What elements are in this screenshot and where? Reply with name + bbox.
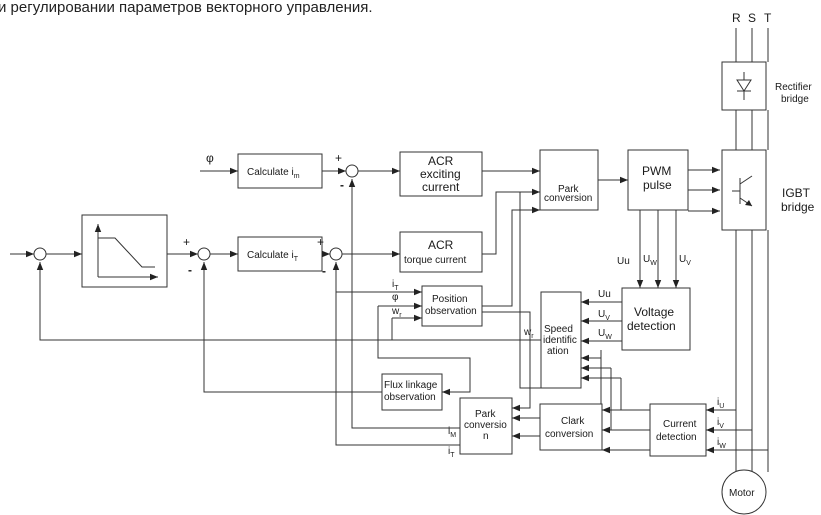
uw-top-label: UW xyxy=(643,254,657,267)
clark-conversion-block xyxy=(539,403,603,451)
park-conversion-label-1: Park xyxy=(558,184,580,195)
position-observation-block xyxy=(421,285,483,327)
calculate-im-label: Calculate im xyxy=(247,167,300,180)
calculate-it-block xyxy=(237,236,323,272)
iu-label: iU xyxy=(717,397,724,410)
acr-torque-label-2: torque current xyxy=(404,255,466,266)
sum3-minus: - xyxy=(322,264,326,278)
caption-text: и регулировании параметров векторного уп… xyxy=(0,0,373,16)
phi-pos-label: φ xyxy=(392,292,399,303)
current-detection-block xyxy=(649,403,707,457)
wr-speed-label: wr xyxy=(523,327,534,340)
acr-torque-current-block xyxy=(399,231,483,273)
clark-label-1: Clark xyxy=(561,416,585,427)
acr-torque-label-1: ACR xyxy=(428,238,454,252)
motor-label: Motor xyxy=(729,488,755,499)
im-feedback-label: iM xyxy=(448,426,456,439)
phi-input-label: φ xyxy=(206,151,214,165)
sum-junction-torque-ref xyxy=(197,247,211,261)
speed-identification-block xyxy=(540,291,582,389)
iv-label: iV xyxy=(717,417,724,430)
rectifier-label-2: bridge xyxy=(781,94,809,105)
speed-id-label-1: Speed xyxy=(544,324,573,335)
sum3-plus: + xyxy=(317,235,324,249)
speed-id-label-3: ation xyxy=(547,346,569,357)
voltage-detection-block xyxy=(621,287,691,351)
wr-pos-label: wr xyxy=(391,306,402,319)
diode-icon xyxy=(736,72,752,100)
park2-label-3: n xyxy=(483,431,489,442)
motor-circle xyxy=(721,469,767,515)
uw-speed-label: UW xyxy=(598,328,612,341)
calculate-im-block xyxy=(237,153,323,189)
clark-label-2: conversion xyxy=(545,429,593,440)
it-pos-label: iT xyxy=(392,279,399,292)
igbt-bridge-block xyxy=(721,149,767,231)
sum-junction-torque xyxy=(329,247,343,261)
uv-top-label: UV xyxy=(679,254,691,267)
supply-t-label: T xyxy=(764,11,772,25)
rectifier-label-1: Rectifier xyxy=(775,82,812,93)
park-conversion-block xyxy=(539,149,599,211)
sum-junction-speed xyxy=(33,247,47,261)
flux-obs-label-1: Flux linkage xyxy=(384,380,438,391)
supply-r-label: R xyxy=(732,11,741,25)
current-det-label-2: detection xyxy=(656,432,697,443)
it-feedback-label: iT xyxy=(448,446,455,459)
position-obs-label-1: Position xyxy=(432,294,468,305)
speed-id-label-2: identific xyxy=(543,335,577,346)
park2-label-1: Park xyxy=(475,409,497,420)
uv-speed-label: UV xyxy=(598,309,610,322)
park-conversion-feedback-block xyxy=(459,397,513,455)
position-obs-label-2: observation xyxy=(425,306,477,317)
sum1-plus: + xyxy=(183,235,190,249)
sum-junction-exciting xyxy=(345,164,359,178)
pwm-label-1: PWM xyxy=(642,164,671,178)
iw-label: iW xyxy=(717,437,726,450)
park2-label-2: conversio xyxy=(464,420,507,431)
acr-exciting-current-block xyxy=(399,151,483,197)
igbt-label-1: IGBT xyxy=(782,186,811,200)
uu-speed-label: Uu xyxy=(598,289,611,300)
pwm-label-2: pulse xyxy=(643,178,672,192)
transistor-icon xyxy=(732,175,753,207)
flux-obs-label-2: observation xyxy=(384,392,436,403)
sum1-minus: - xyxy=(188,263,192,277)
acr-exciting-label-1: ACR xyxy=(428,154,454,168)
acr-exciting-label-3: current xyxy=(422,180,460,194)
ramp-graph-icon xyxy=(94,224,158,281)
igbt-label-2: bridge xyxy=(781,200,815,214)
sum2-minus: - xyxy=(340,178,344,192)
uu-top-label: Uu xyxy=(617,256,630,267)
calculate-it-label: Calculate iT xyxy=(247,250,299,263)
voltage-det-label-1: Voltage xyxy=(634,305,674,319)
current-det-label-1: Current xyxy=(663,419,697,430)
supply-s-label: S xyxy=(748,11,756,25)
acr-exciting-label-2: exciting xyxy=(420,167,461,181)
pwm-pulse-block xyxy=(627,149,689,211)
ramp-function-block xyxy=(81,214,168,288)
park-conversion-label-2: conversion xyxy=(544,193,592,204)
sum2-plus: + xyxy=(335,151,342,165)
voltage-det-label-2: detection xyxy=(627,319,676,333)
